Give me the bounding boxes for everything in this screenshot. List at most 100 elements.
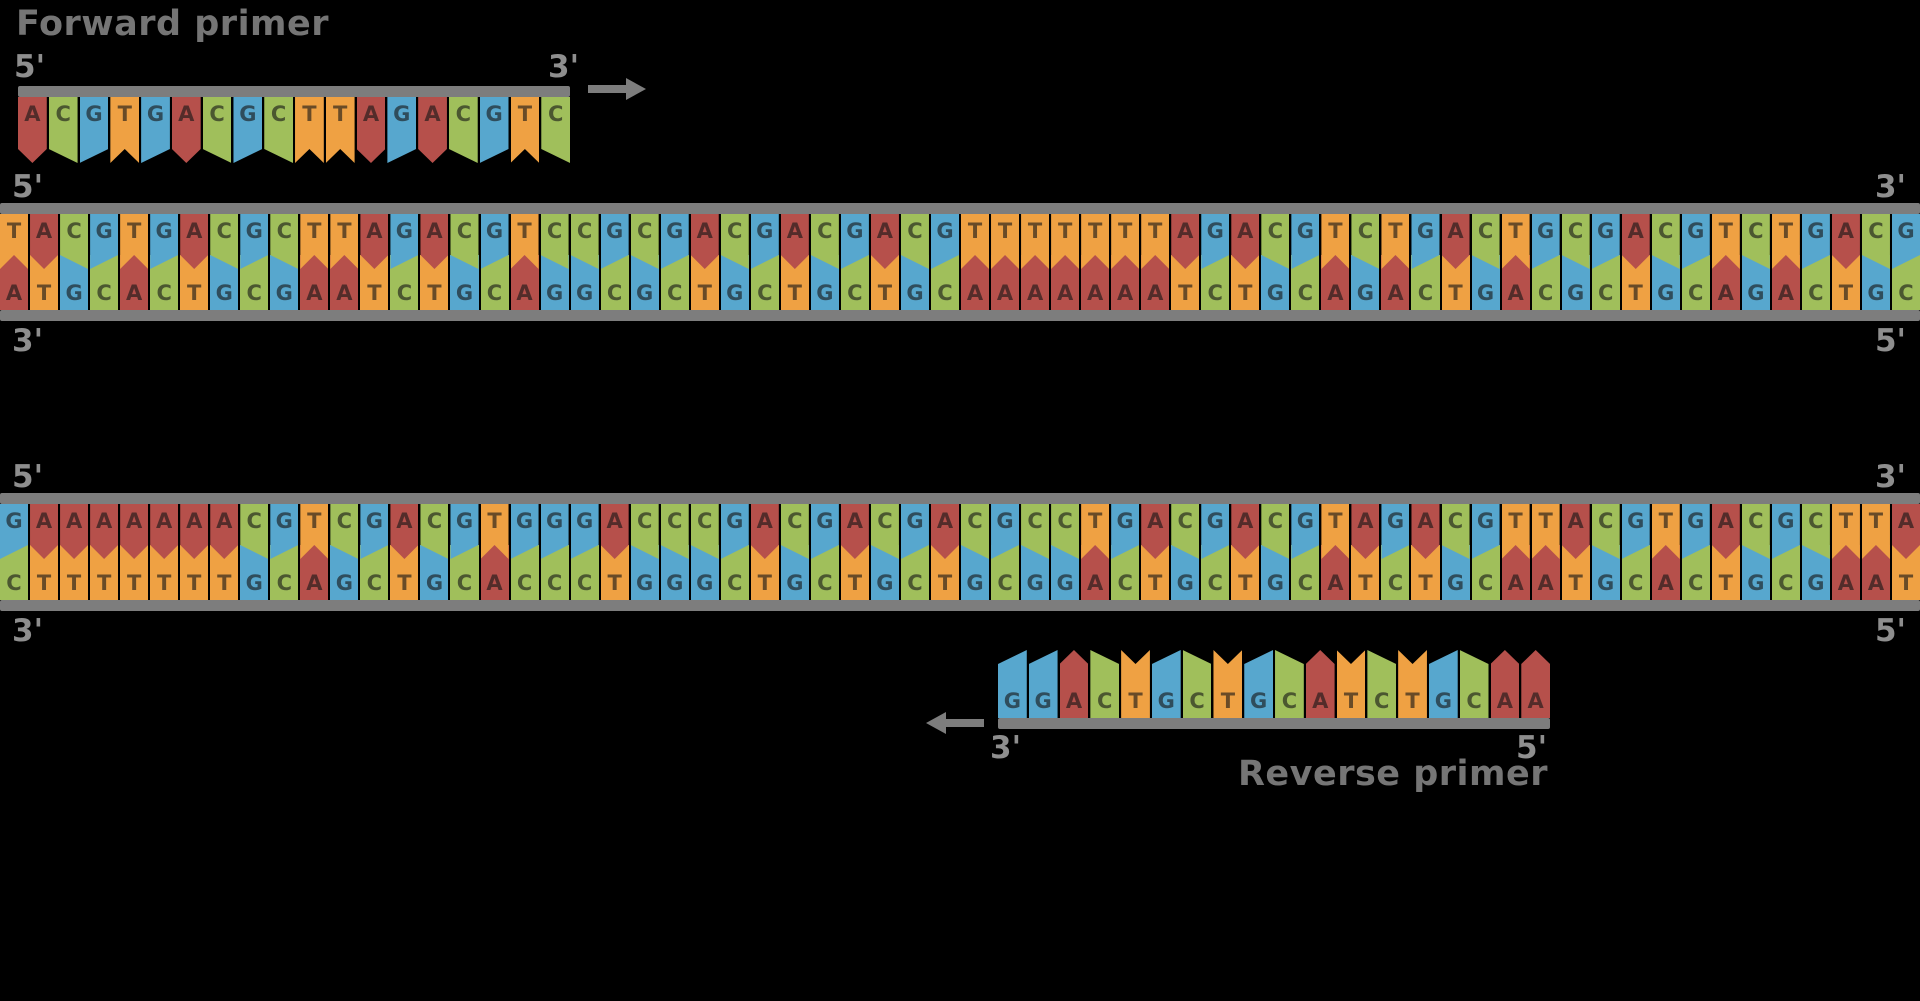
nucleotide-letter: T xyxy=(307,509,322,533)
nucleotide-letter: A xyxy=(876,219,894,243)
nucleotide-letter: G xyxy=(393,102,411,126)
nucleotide-letter: G xyxy=(1296,509,1314,533)
nucleotide-letter: G xyxy=(786,571,804,595)
nucleotide-letter: C xyxy=(997,571,1013,595)
nucleotide-letter: G xyxy=(726,281,744,305)
forward-primer-5prime-label: 5' xyxy=(14,49,46,85)
nucleotide-letter: A xyxy=(1087,571,1104,595)
nucleotide-tile-C: C xyxy=(390,255,419,310)
nucleotide-tile-C: C xyxy=(720,545,749,600)
nucleotide-letter: T xyxy=(1388,219,1403,243)
nucleotide-letter: A xyxy=(936,509,954,533)
nucleotide-letter: C xyxy=(937,281,953,305)
nucleotide-letter: G xyxy=(85,102,103,126)
nucleotide-tile-A: A xyxy=(357,97,386,163)
nucleotide-letter: G xyxy=(485,102,503,126)
nucleotide-tile-C: C xyxy=(330,504,358,559)
nucleotide-letter: A xyxy=(126,509,143,533)
nucleotide-letter: C xyxy=(1117,571,1133,595)
nucleotide-letter: A xyxy=(606,509,623,533)
nucleotide-tile-T: T xyxy=(1532,504,1560,559)
nucleotide-letter: G xyxy=(726,509,744,533)
nucleotide-tile-G: G xyxy=(998,650,1027,718)
nucleotide-tile-G: G xyxy=(1244,650,1274,718)
nucleotide-tile-G: G xyxy=(1561,255,1590,310)
nucleotide-letter: A xyxy=(306,571,323,595)
nucleotide-letter: T xyxy=(1128,689,1143,713)
nucleotide-letter: C xyxy=(216,219,232,243)
nucleotide-letter: C xyxy=(6,571,22,595)
nucleotide-letter: G xyxy=(455,281,474,305)
nucleotide-letter: G xyxy=(1026,571,1044,595)
nucleotide-letter: G xyxy=(1747,571,1765,595)
nucleotide-letter: C xyxy=(209,102,225,126)
nucleotide-letter: C xyxy=(486,281,503,305)
nucleotide-letter: T xyxy=(302,102,317,126)
nucleotide-tile-G: G xyxy=(1381,504,1409,559)
nucleotide-letter: G xyxy=(1266,571,1284,595)
nucleotide-letter: C xyxy=(1597,281,1614,305)
nucleotide-letter: G xyxy=(996,509,1014,533)
nucleotide-letter: G xyxy=(1597,571,1615,595)
nucleotide-letter: G xyxy=(575,281,594,305)
nucleotide-letter: C xyxy=(246,509,262,533)
nucleotide-letter: T xyxy=(333,102,348,126)
nucleotide-tile-G: G xyxy=(751,214,779,269)
nucleotide-tile-G: G xyxy=(1151,650,1181,718)
nucleotide-letter: C xyxy=(96,281,112,305)
nucleotide-letter: G xyxy=(455,509,474,533)
nucleotide-letter: T xyxy=(1568,571,1583,595)
nucleotide-letter: G xyxy=(1416,219,1435,243)
nucleotide-letter: A xyxy=(1065,689,1083,713)
nucleotide-letter: A xyxy=(756,509,773,533)
nucleotide-letter: C xyxy=(546,219,563,243)
nucleotide-tile-T: T xyxy=(1213,650,1243,718)
nucleotide-letter: C xyxy=(1808,509,1824,533)
nucleotide-letter: T xyxy=(877,281,893,305)
nucleotide-letter: A xyxy=(1657,571,1674,595)
nucleotide-letter: A xyxy=(424,102,441,126)
nucleotide-letter: A xyxy=(1867,571,1885,595)
nucleotide-tile-C: C xyxy=(360,545,389,600)
nucleotide-letter: C xyxy=(1281,689,1298,713)
nucleotide-letter: A xyxy=(126,281,143,305)
nucleotide-letter: C xyxy=(456,571,473,595)
nucleotide-letter: A xyxy=(24,102,41,126)
nucleotide-letter: G xyxy=(936,219,954,243)
nucleotide-letter: G xyxy=(816,509,834,533)
nucleotide-tile-G: G xyxy=(1591,545,1620,600)
nucleotide-letter: C xyxy=(426,509,443,533)
nucleotide-letter: A xyxy=(1056,281,1074,305)
nucleotide-letter: C xyxy=(1477,219,1494,243)
reverse-primer-backbone-bar xyxy=(998,718,1550,729)
forward-primer-backbone-bar xyxy=(18,86,570,97)
nucleotide-tile-G: G xyxy=(387,97,416,163)
nucleotide-tile-C: C xyxy=(1681,255,1710,310)
nucleotide-letter: T xyxy=(997,219,1013,243)
nucleotide-letter: A xyxy=(1496,689,1514,713)
nucleotide-letter: T xyxy=(1405,689,1420,713)
nucleotide-letter: A xyxy=(216,509,233,533)
nucleotide-letter: A xyxy=(1527,689,1544,713)
nucleotide-tile-T: T xyxy=(120,214,148,269)
